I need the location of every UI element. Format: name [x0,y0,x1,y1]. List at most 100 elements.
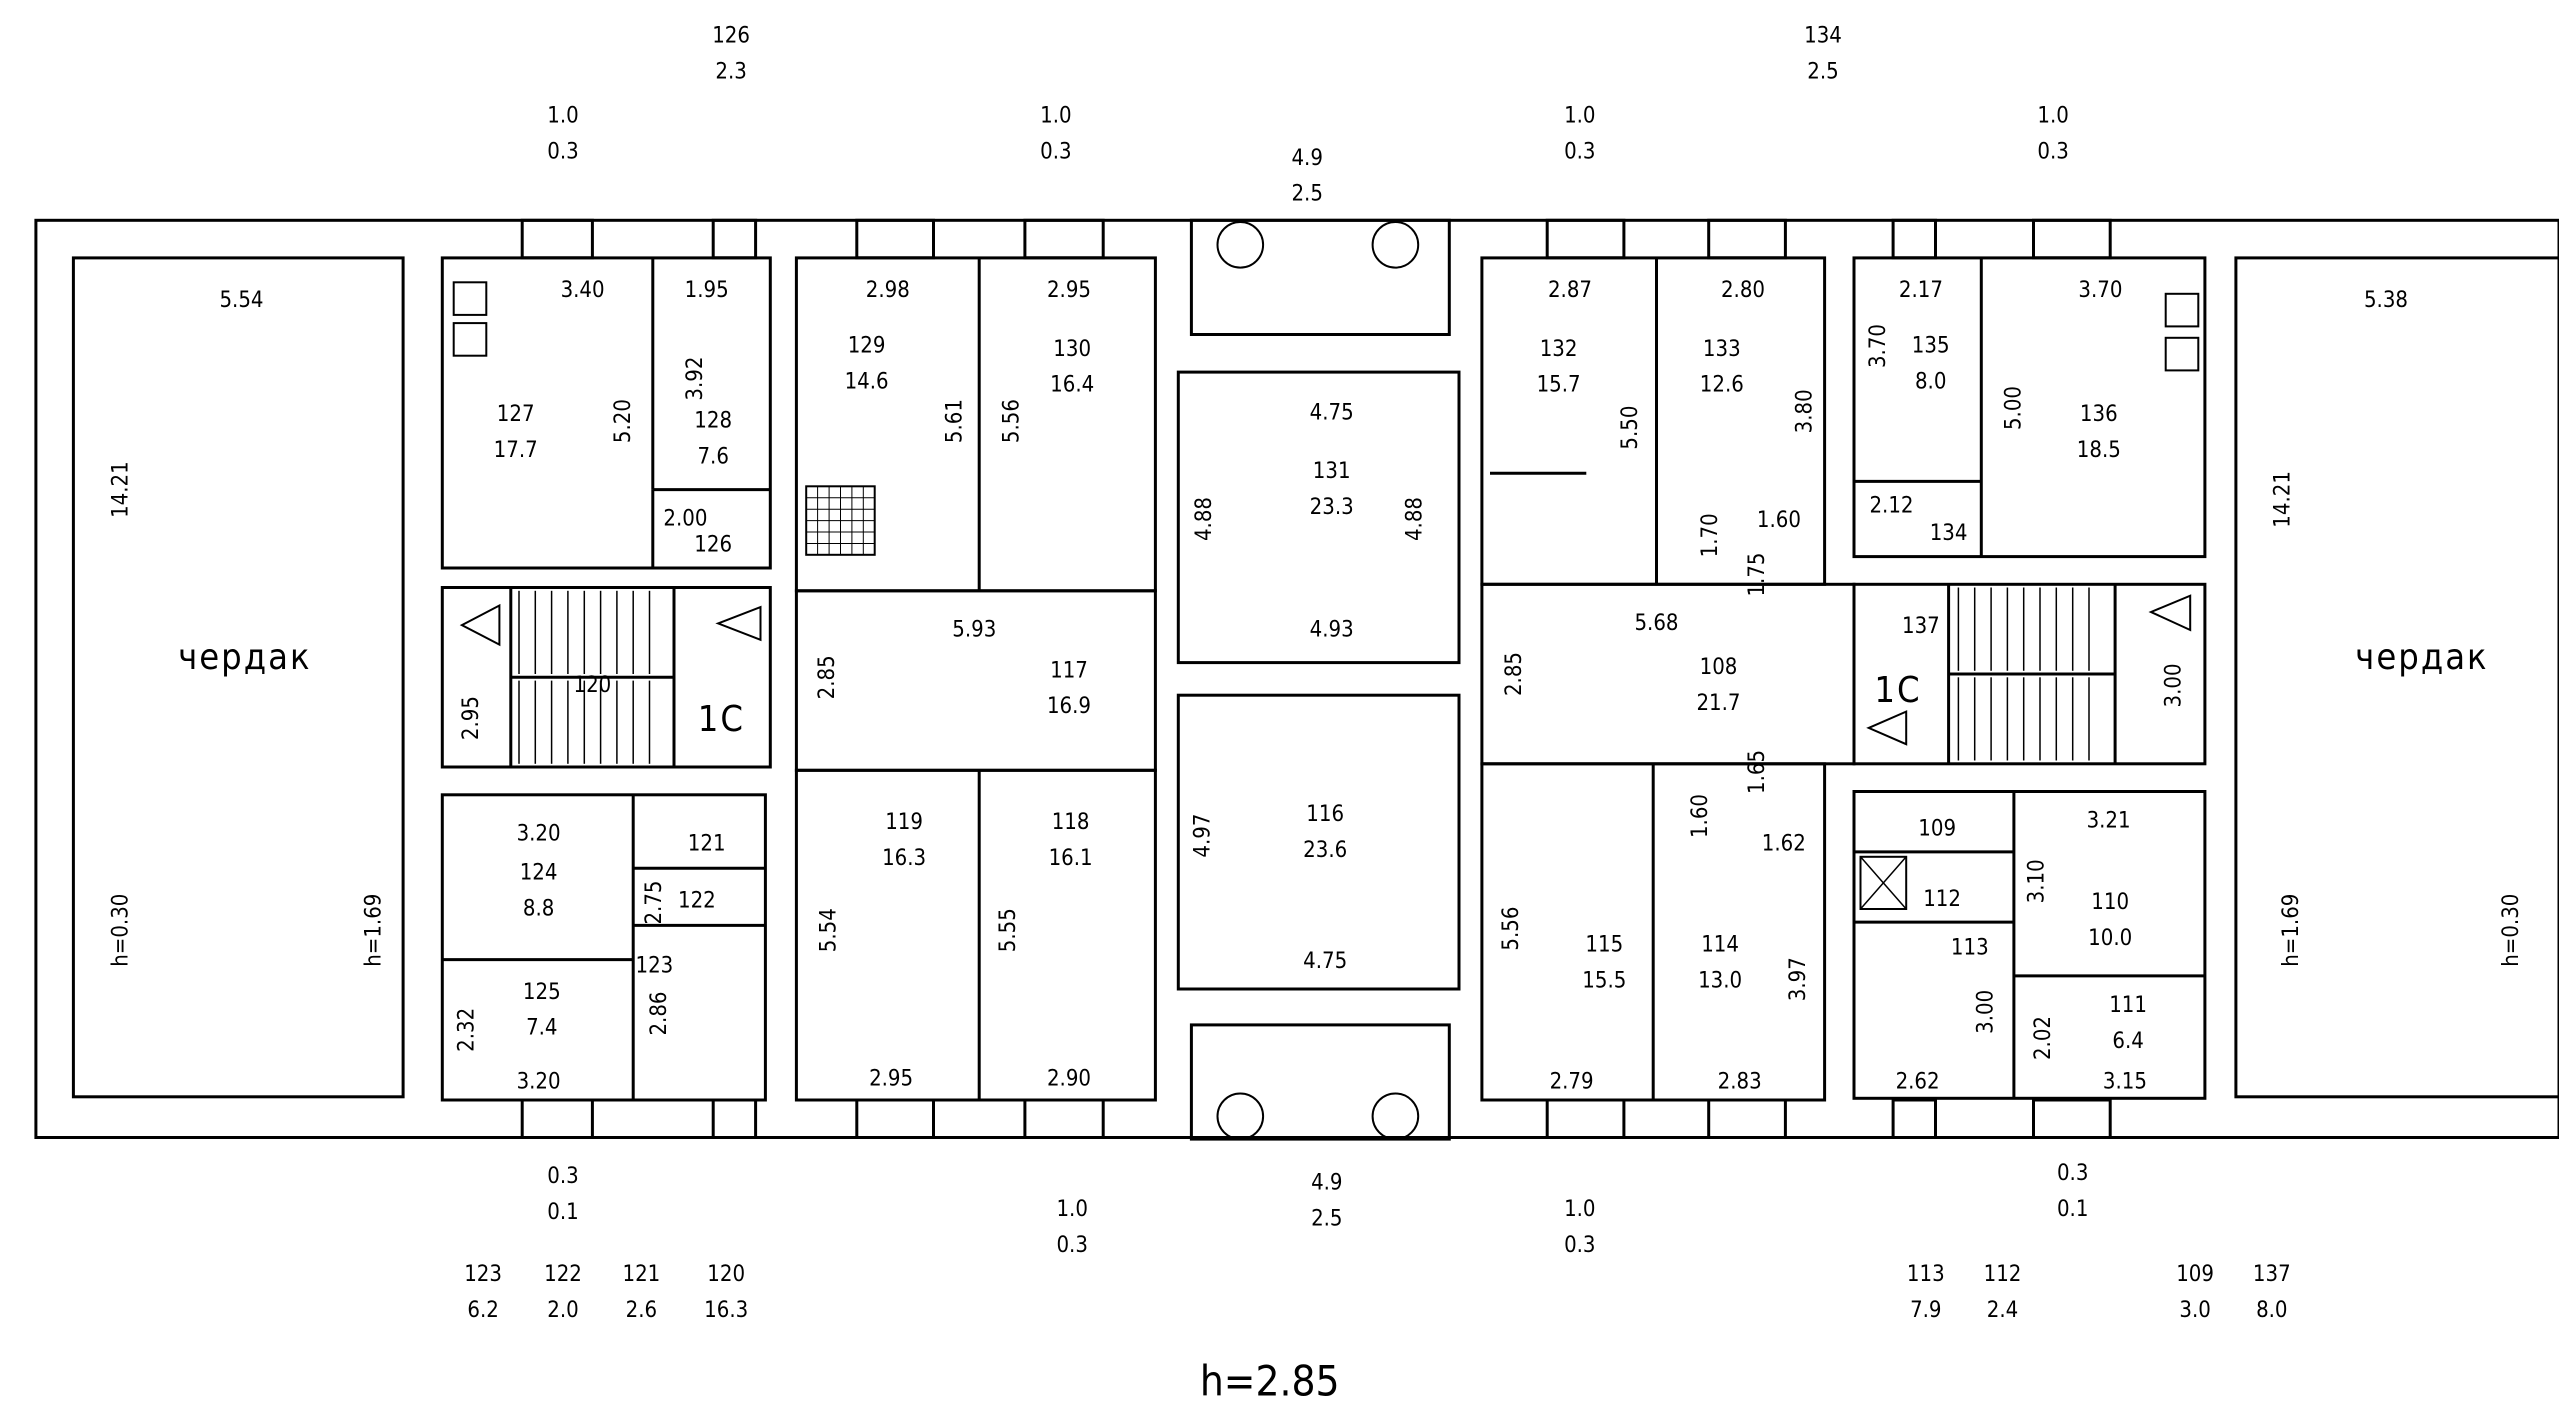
dimension-label: 4.93 [1310,618,1354,643]
dimension-label: 2.32 [454,1008,479,1052]
room-116-den: 23.6 [1303,838,1347,863]
dimension-label: 2.95 [1047,278,1091,303]
stair-right-label: 1С [1874,670,1921,711]
window-top [1023,218,1105,260]
room-114-num: 114 [1701,933,1739,958]
external-fraction-den: 0.1 [2057,1197,2088,1222]
room-116-outline [1176,693,1461,991]
room-number: 123 [636,954,674,979]
dimension-label: 4.97 [1190,814,1215,858]
room-number: 109 [1918,817,1956,842]
room-117-num: 117 [1050,658,1088,683]
legend-fraction-den: 2.0 [547,1298,578,1323]
legend-fraction-den: 16.3 [704,1298,748,1323]
room-127-den: 17.7 [494,438,538,463]
dimension-label: 2.86 [647,991,672,1035]
dimension-label: 5.55 [996,908,1021,952]
dimension-label: 3.10 [2024,859,2049,903]
external-fraction-num: 4.9 [1311,1171,1342,1196]
dimension-label: h=1.69 [361,894,386,967]
dimension-label: 14.21 [2271,471,2296,528]
legend-fraction-num: 121 [623,1262,661,1287]
dimension-label: h=1.69 [2279,894,2304,967]
stove-icon [452,281,488,316]
legend-fraction-num: 122 [544,1262,582,1287]
dimension-label: 2.62 [1896,1070,1940,1095]
stair-left-outline [440,586,772,769]
room-135-num: 135 [1912,334,1950,359]
dimension-label: 3.97 [1786,957,1811,1001]
room-108-num: 108 [1700,655,1738,680]
external-fraction-num: 1.0 [1040,103,1071,128]
dimension-label: 2.00 [663,507,707,532]
dimension-label: 1.70 [1698,513,1723,557]
dimension-label: h=0.30 [2499,894,2524,967]
dimension-label: 5.20 [611,399,636,443]
legend-fraction-num: 109 [2176,1262,2214,1287]
external-fraction-den: 2.5 [1311,1207,1342,1232]
external-fraction-num: 1.0 [2037,103,2068,128]
room-number: 120 [574,673,612,698]
window-bottom [520,1098,594,1139]
window-bottom [855,1098,935,1139]
room-129-num: 129 [848,334,886,359]
external-fraction-num: 0.3 [2057,1161,2088,1186]
room-117-den: 16.9 [1047,694,1091,719]
external-fraction-den: 0.3 [1040,139,1071,164]
window-top [520,218,594,260]
room-131-num: 131 [1313,459,1351,484]
room-129-den: 14.6 [845,369,889,394]
window-top [711,218,758,260]
attic-left-outline [71,256,405,1099]
dimension-label: 2.95 [459,696,484,740]
room-115-den: 15.5 [1582,968,1626,993]
dimension-label: 3.70 [1866,324,1891,368]
external-fraction-den: 2.5 [1807,59,1838,84]
dimension-label: 1.62 [1762,831,1806,856]
external-fraction-den: 0.3 [1056,1233,1087,1258]
fixture-circle [1371,1092,1420,1141]
external-fraction-den: 0.3 [2037,139,2068,164]
dimension-label: 1.60 [1688,794,1713,838]
dimension-label: 2.85 [1502,652,1527,696]
room-number: 137 [1902,614,1940,639]
dimension-label: 2.12 [1869,494,1913,519]
room-110-den: 10.0 [2088,926,2132,951]
window-bottom [1891,1098,1937,1139]
dimension-label: 3.92 [683,357,708,401]
balcony-bottom-outline [1189,1023,1451,1141]
external-fraction-num: 1.0 [547,103,578,128]
dimension-label: 2.79 [1550,1070,1594,1095]
window-bottom [2032,1098,2112,1139]
legend-fraction-den: 7.9 [1910,1298,1941,1323]
legend-fraction-num: 120 [707,1262,745,1287]
room-111-den: 6.4 [2112,1029,2143,1054]
legend-fraction-num: 137 [2253,1262,2291,1287]
room-132-den: 15.7 [1537,373,1581,398]
room-114-den: 13.0 [1698,968,1742,993]
room-number: 112 [1923,887,1961,912]
room-133-num: 133 [1703,337,1741,362]
stair-arrow-icon [715,605,762,642]
dimension-label: 5.54 [817,908,842,952]
stair-arrow-icon [2148,594,2192,632]
room-119-den: 16.3 [882,846,926,871]
dimension-label: 3.00 [2161,663,2186,707]
room-number: 121 [688,831,726,856]
attic-right-label: чердак [2355,637,2488,678]
dimension-label: 3.20 [517,1070,561,1095]
room-124-num: 124 [520,861,558,886]
window-top [1891,218,1937,260]
dimension-label: 2.95 [869,1066,913,1091]
room-124-den: 8.8 [523,897,554,922]
dimension-label: 3.15 [2103,1070,2147,1095]
dimension-label: 1.95 [685,278,729,303]
dimension-label: 4.75 [1310,400,1354,425]
dimension-label: 2.80 [1721,278,1765,303]
room-125-den: 7.4 [526,1016,557,1041]
shower-diag [1859,856,1907,910]
dimension-label: 5.50 [1618,406,1643,450]
dimension-label: 5.38 [2364,288,2408,313]
dimension-label: 2.87 [1548,278,1592,303]
dimension-label: 2.98 [866,278,910,303]
